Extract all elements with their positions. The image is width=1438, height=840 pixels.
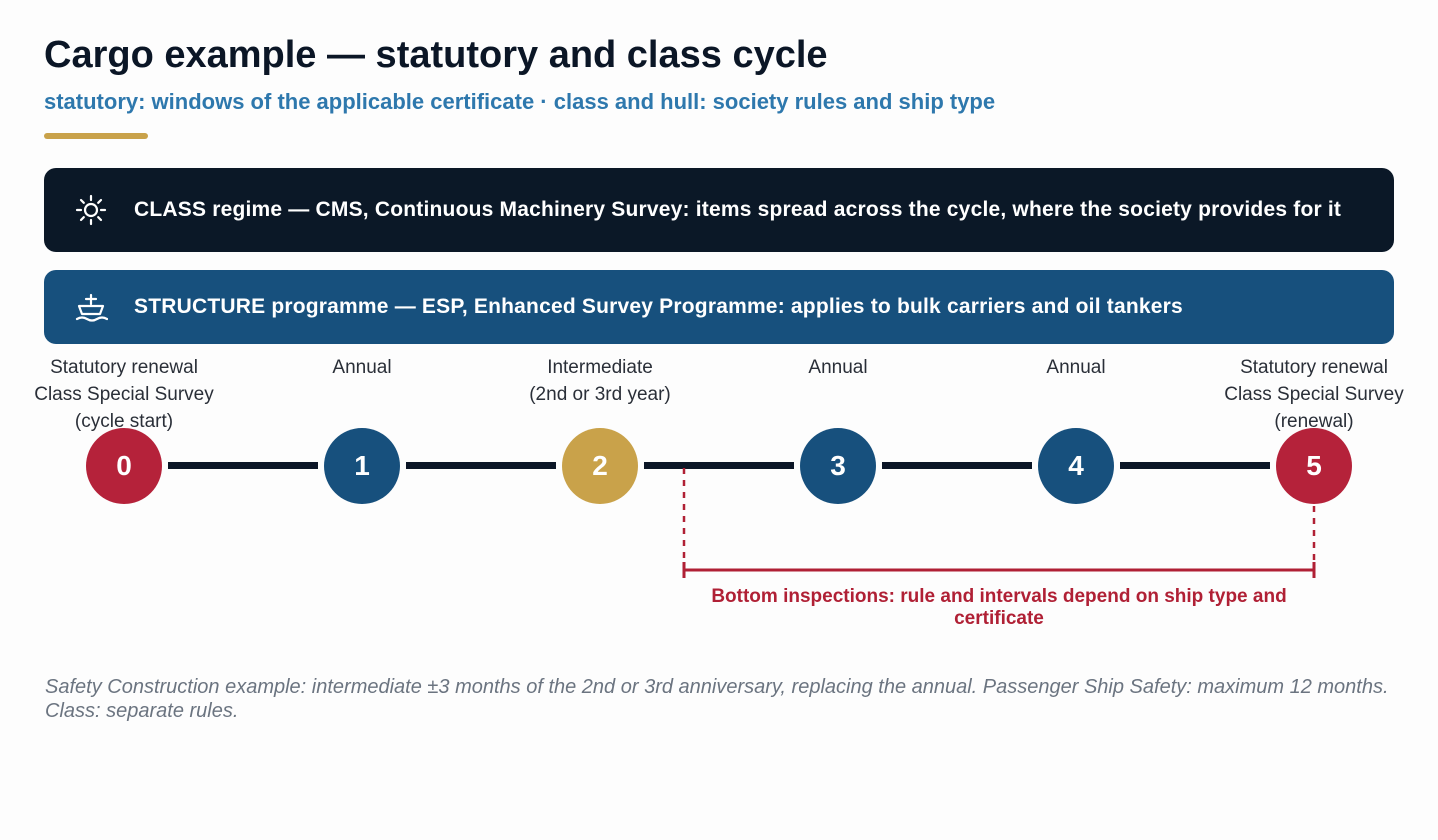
structure-programme-banner: STRUCTURE programme — ESP, Enhanced Surv… [44,270,1394,344]
page-subtitle: statutory: windows of the applicable cer… [44,89,996,114]
timeline-connector [406,462,556,469]
stage-label-1: Annual [332,357,392,378]
structure-programme-text: STRUCTURE programme — ESP, Enhanced Surv… [134,295,1183,318]
stage-label-0: Statutory renewal Class Special Survey (… [34,357,214,432]
bottom-inspections-note: Bottom inspections: rule and intervals d… [711,586,1287,629]
timeline-node-4: 4 [1038,428,1114,504]
timeline-connector [168,462,318,469]
stage-label-3: Annual [808,357,868,378]
timeline-node-3: 3 [800,428,876,504]
timeline-node-0: 0 [86,428,162,504]
stage-label-2: Intermediate (2nd or 3rd year) [529,357,671,405]
ship-icon [74,290,108,324]
timeline-node-5: 5 [1276,428,1352,504]
timeline-node-2: 2 [562,428,638,504]
timeline-connector [1120,462,1270,469]
stage-label-4: Annual [1046,357,1106,378]
class-regime-banner: CLASS regime — CMS, Continuous Machinery… [44,168,1394,252]
timeline-connector [882,462,1032,469]
title-accent-rule [44,133,148,139]
stage-label-5: Statutory renewal Class Special Survey (… [1224,357,1404,432]
class-regime-text: CLASS regime — CMS, Continuous Machinery… [134,198,1342,221]
footer-note: Safety Construction example: intermediat… [45,676,1389,722]
timeline-connector [644,462,794,469]
timeline-node-1: 1 [324,428,400,504]
page-title: Cargo example — statutory and class cycl… [44,34,828,76]
gear-sun-icon [74,193,108,227]
